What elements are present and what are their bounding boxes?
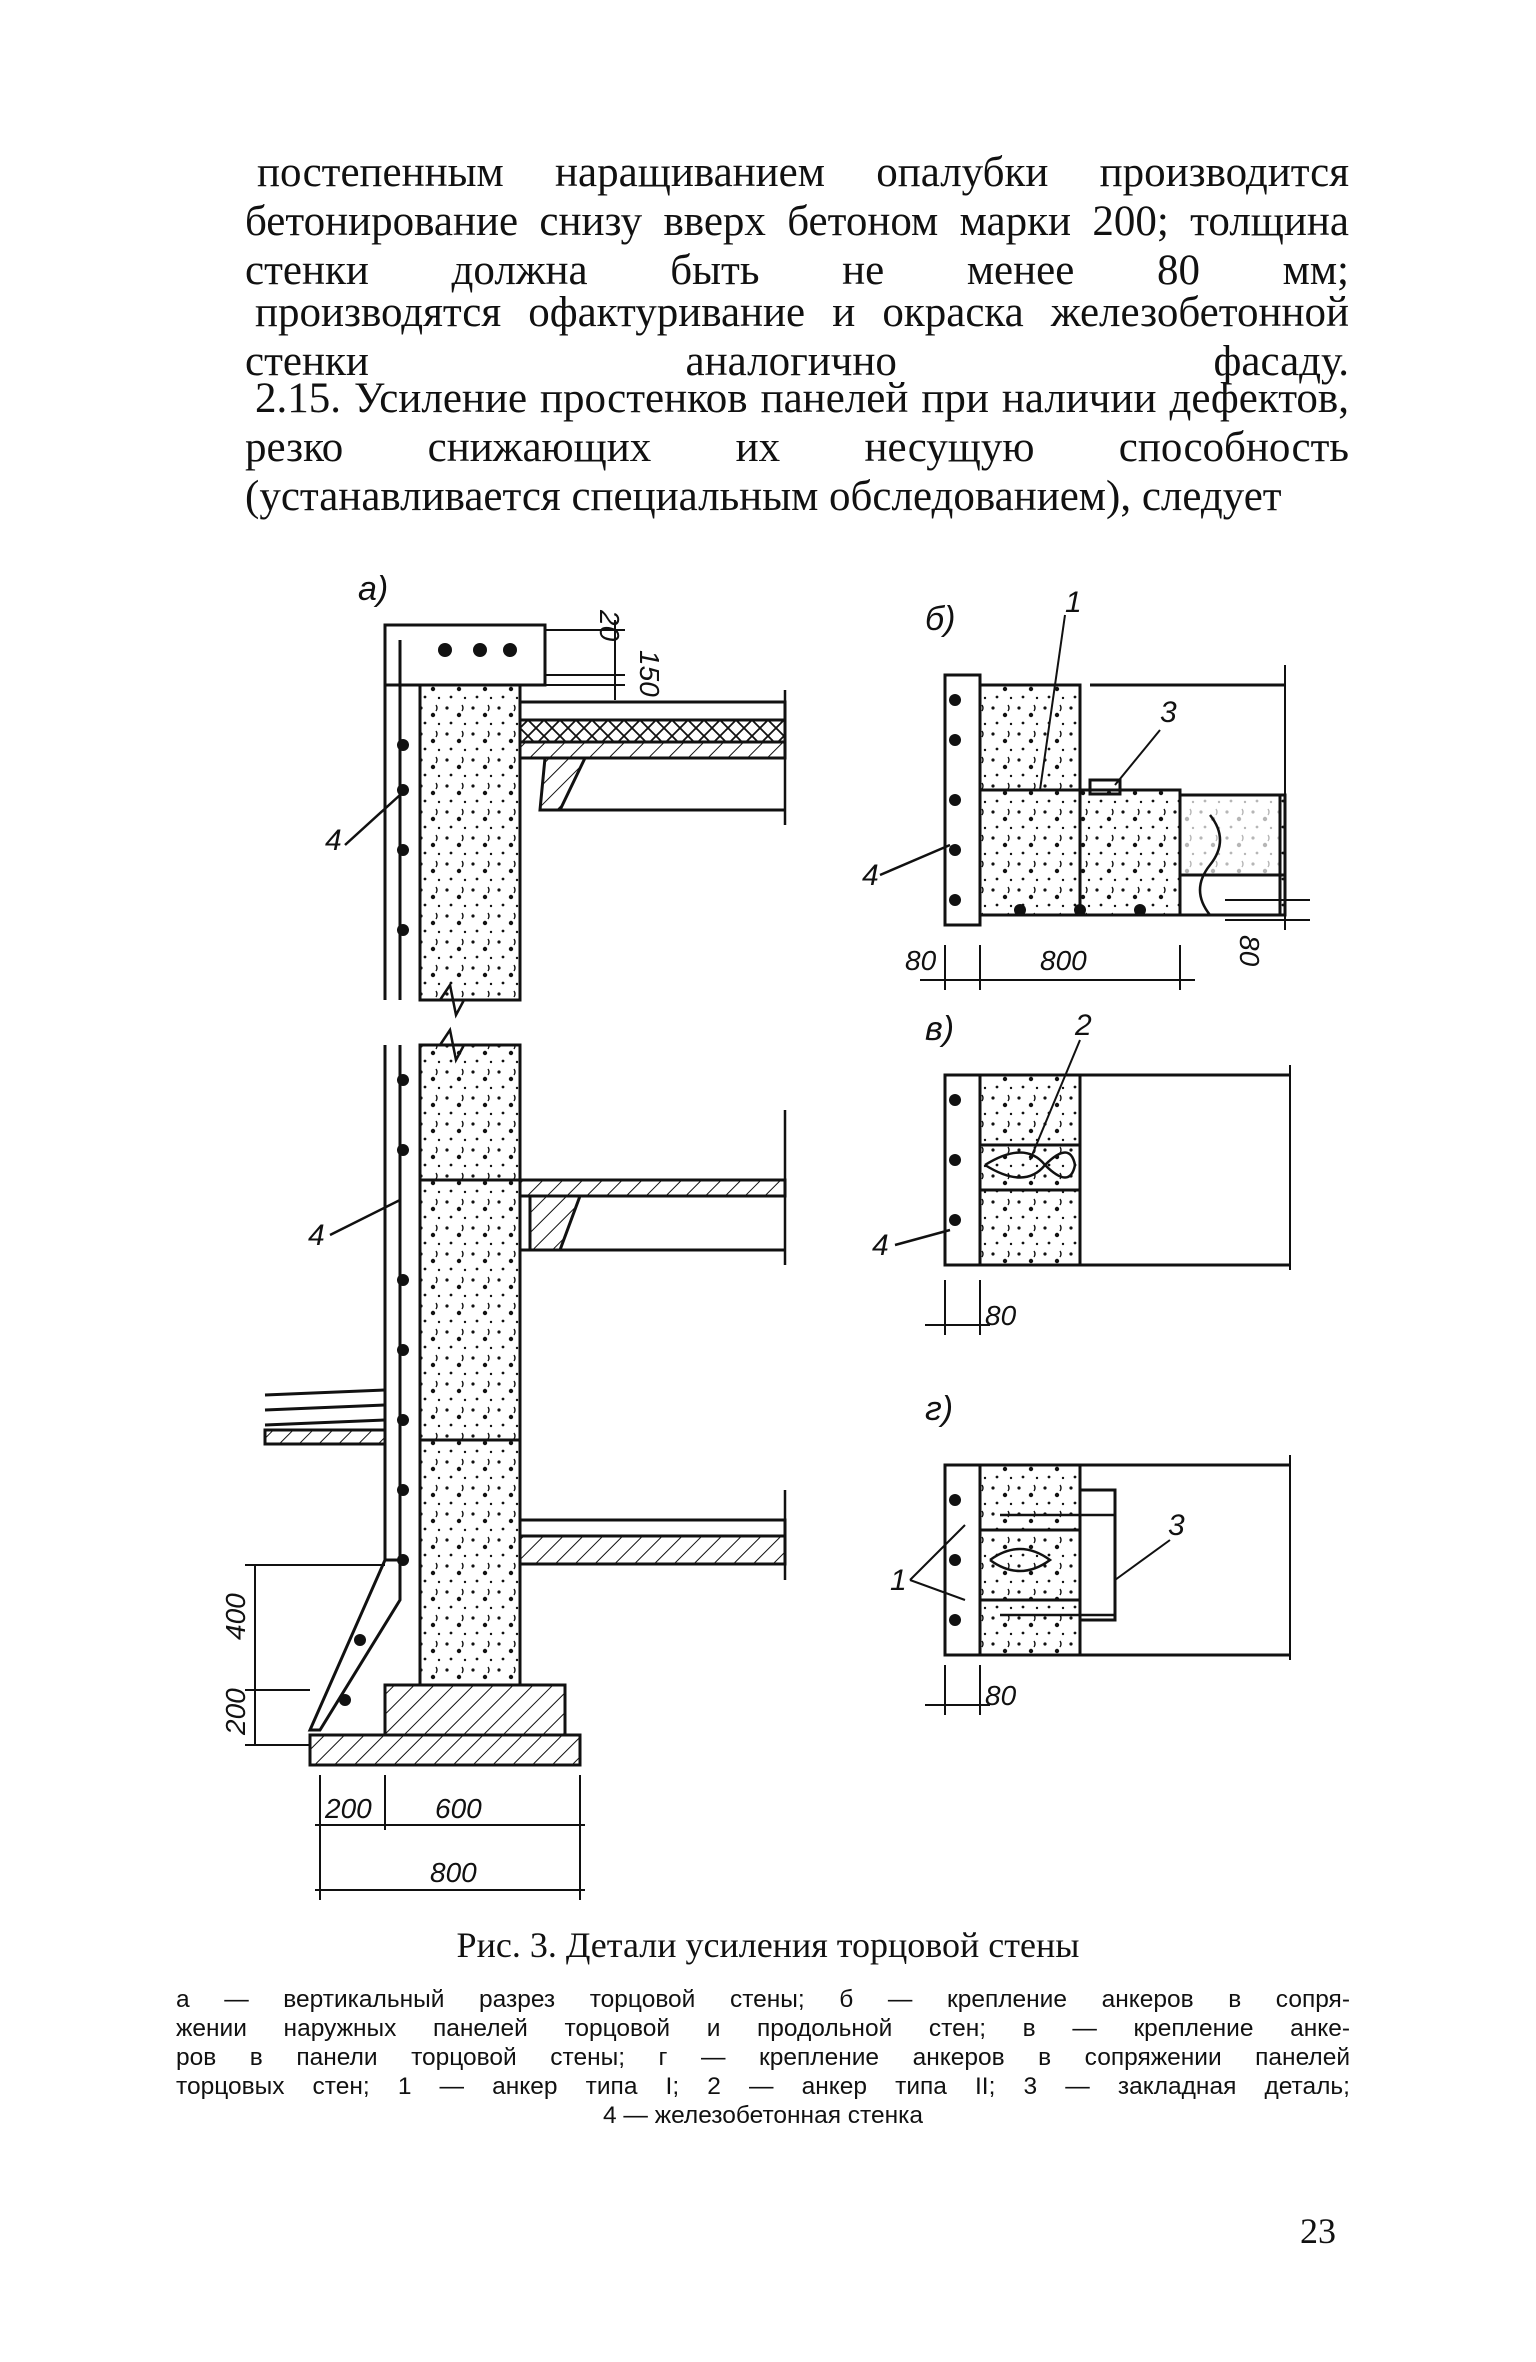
- marker-4-v: 4: [872, 1229, 889, 1262]
- label-v: в): [925, 1010, 954, 1048]
- marker-1-b: 1: [1065, 586, 1082, 619]
- paragraph-1: постепенным наращиванием опалубки произв…: [245, 149, 1349, 294]
- paragraph-2: производятся офактуривание и окраска жел…: [245, 289, 1349, 385]
- dim-80-v: 80: [985, 1300, 1017, 1331]
- dim-800-a: 800: [430, 1857, 477, 1888]
- dim-150: 150: [634, 650, 665, 697]
- figure-caption-legend: а — вертикальный разрез торцовой стены; …: [176, 1985, 1350, 2130]
- marker-2-v: 2: [1074, 1009, 1092, 1042]
- marker-4-upper: 4: [325, 824, 342, 857]
- dim-80-g: 80: [985, 1680, 1017, 1711]
- caption-line: жении наружных панелей торцовой и продол…: [176, 2015, 1350, 2042]
- marker-3-g: 3: [1168, 1509, 1185, 1542]
- dim-200: 200: [324, 1793, 372, 1824]
- label-g: г): [925, 1390, 953, 1428]
- marker-4-b: 4: [862, 859, 879, 892]
- caption-line: а — вертикальный разрез торцовой стены; …: [176, 1986, 1350, 2013]
- dim-80-b-vertical: 80: [1234, 935, 1265, 967]
- caption-line: 4 — железобетонная стенка: [602, 2102, 924, 2129]
- dim-200-vertical: 200: [220, 1688, 251, 1736]
- figure-caption-title: Рис. 3. Детали усиления торцовой стены: [456, 1925, 1080, 1965]
- dim-400: 400: [220, 1593, 251, 1640]
- label-a: а): [358, 570, 388, 608]
- page-number: 23: [1300, 2211, 1336, 2251]
- caption-line: торцовых стен; 1 — анкер типа I; 2 — анк…: [176, 2073, 1350, 2100]
- label-b: б): [925, 600, 955, 638]
- dim-80-b: 80: [905, 945, 937, 976]
- paragraph-3: 2.15. Усиление простенков панелей при на…: [245, 375, 1349, 520]
- marker-4-lower: 4: [308, 1219, 325, 1252]
- dim-800-b: 800: [1040, 945, 1087, 976]
- marker-1-g: 1: [890, 1564, 907, 1597]
- marker-3-b: 3: [1160, 696, 1177, 729]
- figure-drawing: а) б) в) г) 20 150 400 200 200 600 800 8…: [220, 570, 1310, 1900]
- caption-line: ров в панели торцовой стены; г — креплен…: [176, 2044, 1350, 2071]
- dim-20: 20: [594, 609, 625, 642]
- dim-600: 600: [435, 1793, 482, 1824]
